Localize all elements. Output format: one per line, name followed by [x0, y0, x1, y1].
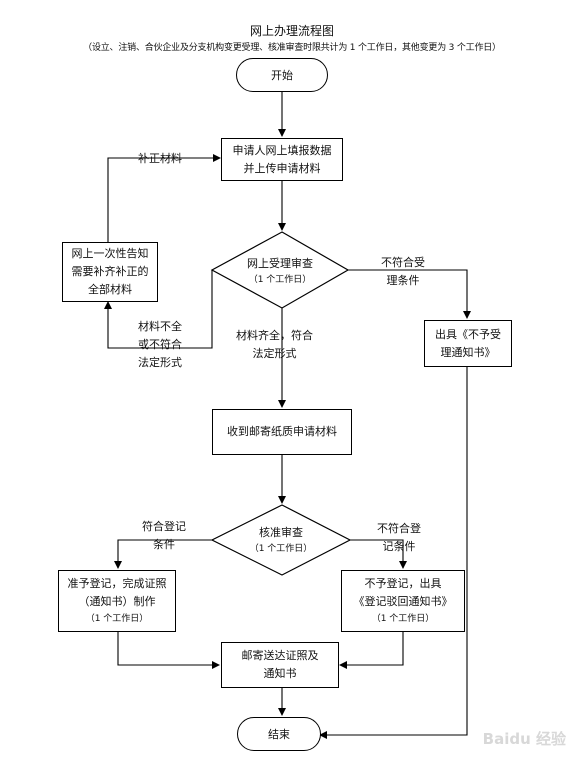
reject-notice-box: 出具《不予受 理通知书》	[424, 320, 512, 367]
arrow-approval-to-approve	[114, 539, 212, 569]
label-not-accept-line1: 不符合受	[381, 256, 425, 269]
submit-application-box: 申请人网上填报数据 并上传申请材料	[221, 138, 343, 181]
deny-time: （1 个工作日）	[371, 614, 435, 624]
label-complete-line2: 法定形式	[252, 347, 297, 360]
notify-line3: 全部材料	[88, 283, 132, 296]
start-label: 开始	[271, 69, 293, 82]
label-incomplete: 材料不全 或不符合 法定形式	[138, 318, 182, 372]
deny-registration-box: 不予登记，出具 《登记驳回通知书》 （1 个工作日）	[341, 570, 465, 632]
label-complete: 材料齐全，符合 法定形式	[236, 327, 313, 363]
mail-line1: 邮寄送达证照及	[241, 649, 319, 662]
label-not-meet-registration: 不符合登 记条件	[377, 520, 421, 556]
label-meets-line1: 符合登记	[142, 520, 186, 533]
approval-review-label: 核准审查	[259, 526, 303, 539]
reject-line2: 理通知书》	[440, 345, 496, 359]
label-not-meet-line2: 记条件	[382, 540, 416, 553]
online-review-diamond	[210, 231, 350, 309]
label-not-accept-line2: 理条件	[386, 274, 420, 287]
receive-label: 收到邮寄纸质申请材料	[227, 425, 337, 438]
reject-line1: 出具《不予受	[435, 327, 501, 341]
arrow-deny-to-mail	[339, 632, 404, 669]
page-subtitle: （设立、注销、合伙企业及分支机构变更受理、核准审查时限共计为 1 个工作日，其他…	[83, 43, 501, 53]
approve-time: （1 个工作日）	[85, 614, 149, 624]
approve-registration-box: 准予登记，完成证照 （通知书）制作 （1 个工作日）	[58, 570, 176, 632]
deny-line2: 《登记驳回通知书》	[353, 595, 453, 608]
mail-delivery-box: 邮寄送达证照及 通知书	[221, 642, 339, 688]
notify-missing-box: 网上一次性告知 需要补齐补正的 全部材料	[62, 242, 158, 302]
notify-line2: 需要补齐补正的	[71, 265, 149, 278]
label-not-accept: 不符合受 理条件	[381, 254, 425, 290]
online-review-label: 网上受理审查	[247, 257, 313, 270]
arrow-approve-to-mail	[117, 632, 220, 669]
submit-line1: 申请人网上填报数据	[232, 143, 332, 157]
mail-line2: 通知书	[263, 667, 297, 680]
page-title: 网上办理流程图	[249, 24, 334, 38]
label-incomplete-line1: 材料不全	[138, 320, 182, 333]
approval-review-diamond	[210, 504, 352, 576]
approve-line1: 准予登记，完成证照	[67, 577, 167, 590]
arrow-notify-to-submit	[107, 154, 221, 242]
arrow-review-to-reject	[346, 269, 471, 319]
end-node: 结束	[237, 717, 321, 751]
notify-line1: 网上一次性告知	[71, 247, 149, 260]
label-meets-registration: 符合登记 条件	[142, 518, 186, 554]
label-complete-line1: 材料齐全，符合	[236, 329, 313, 342]
submit-line2: 并上传申请材料	[243, 161, 321, 175]
approval-review-text: 核准审查 （1 个工作日）	[212, 525, 350, 557]
end-label: 结束	[268, 728, 290, 741]
label-incomplete-line3: 法定形式	[138, 356, 182, 369]
start-node: 开始	[236, 58, 328, 92]
arrow-review-to-notify	[104, 270, 213, 349]
online-review-text: 网上受理审查 （1 个工作日）	[212, 256, 348, 288]
label-supplement: 补正材料	[138, 152, 182, 165]
label-meets-line2: 条件	[153, 538, 175, 551]
deny-line1: 不予登记，出具	[364, 577, 442, 590]
label-not-meet-line1: 不符合登	[377, 522, 421, 535]
arrow-approval-to-deny	[349, 539, 407, 569]
baidu-watermark: Baidu 经验	[482, 730, 566, 748]
label-incomplete-line2: 或不符合	[138, 338, 182, 351]
approval-review-time: （1 个工作日）	[249, 544, 313, 554]
receive-paper-box: 收到邮寄纸质申请材料	[212, 409, 352, 455]
online-review-time: （1 个工作日）	[248, 275, 312, 285]
approve-line2: （通知书）制作	[78, 595, 156, 608]
arrow-reject-to-end	[319, 367, 468, 739]
